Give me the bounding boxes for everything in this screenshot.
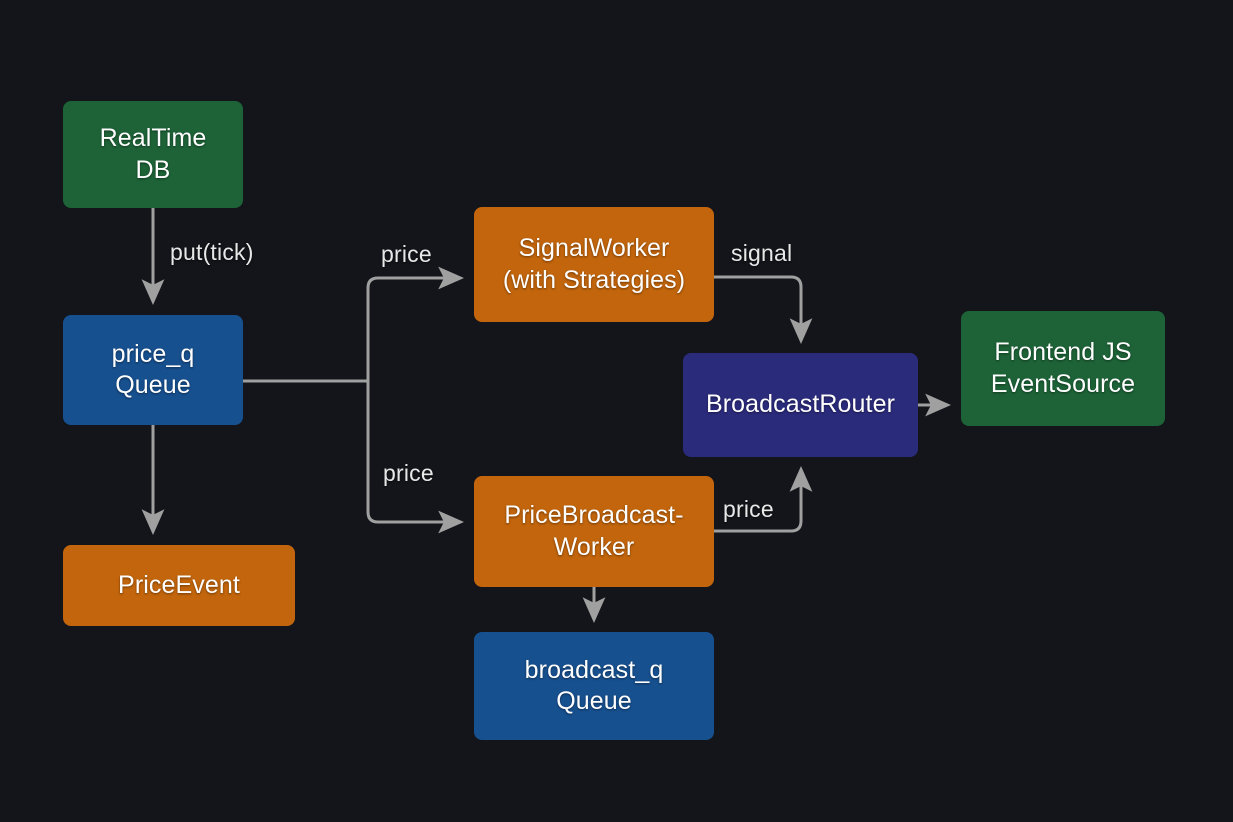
node-price-event[interactable]: PriceEvent: [63, 545, 295, 626]
edge-priceq-to-signalworker: [366, 266, 465, 381]
node-price-q[interactable]: price_q Queue: [63, 315, 243, 425]
edge-label-signal: signal: [731, 240, 793, 266]
node-signal-worker[interactable]: SignalWorker (with Strategies): [474, 207, 714, 322]
edge-label-price-lower: price: [383, 460, 434, 486]
edge-label-price-upper: price: [381, 241, 432, 267]
edge-pricebroadcastworker-to-router: [714, 465, 813, 533]
node-broadcast-router[interactable]: BroadcastRouter: [683, 353, 918, 457]
edge-label-put-tick: put(tick): [170, 239, 254, 265]
edge-signalworker-to-router: [714, 275, 813, 345]
node-price-broadcast-worker[interactable]: PriceBroadcast- Worker: [474, 476, 714, 587]
node-frontend-js[interactable]: Frontend JS EventSource: [961, 311, 1165, 426]
edge-priceq-to-pricebroadcastworker: [366, 381, 465, 534]
node-realtime-db[interactable]: RealTime DB: [63, 101, 243, 208]
edge-label-price-router: price: [723, 496, 774, 522]
node-broadcast-q[interactable]: broadcast_q Queue: [474, 632, 714, 740]
